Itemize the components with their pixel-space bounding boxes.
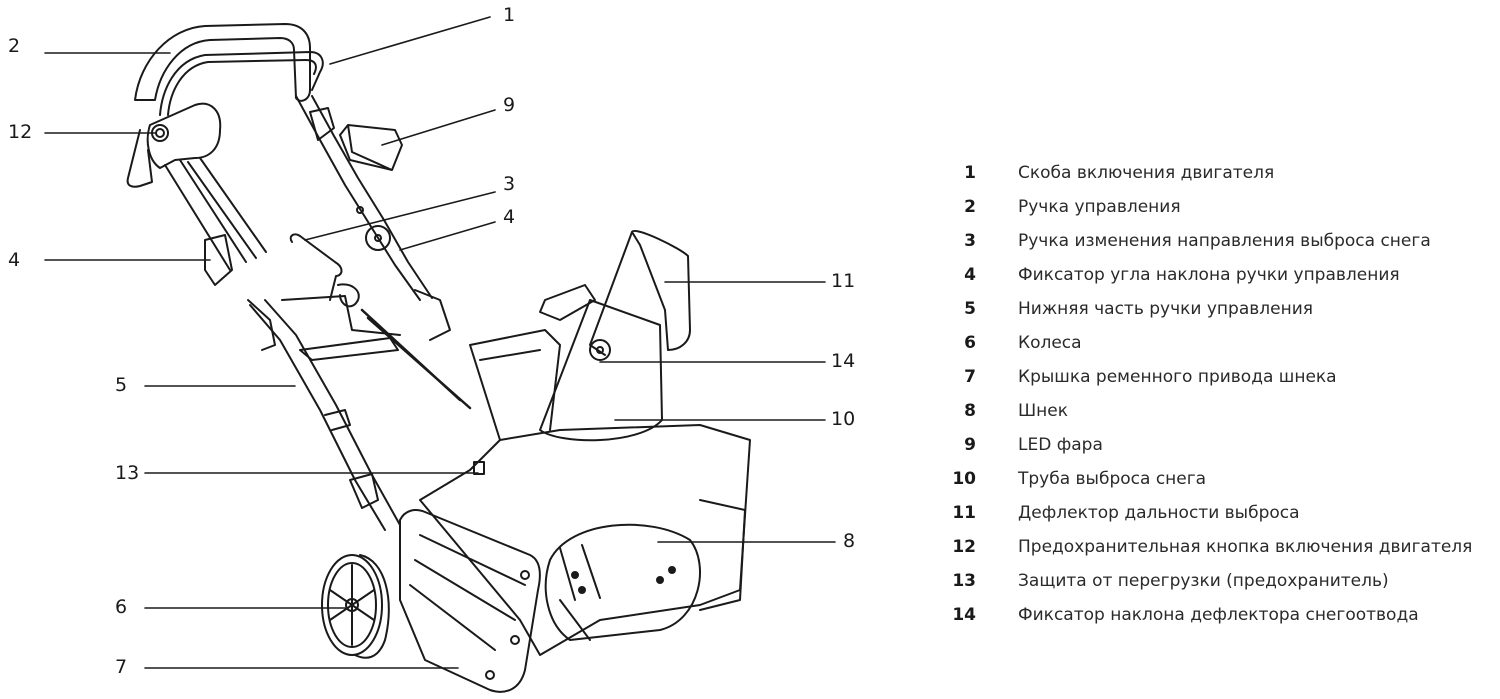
left-angle-lock (204, 234, 233, 286)
legend-num: 12 (952, 537, 976, 557)
legend-num: 1 (964, 163, 976, 183)
snow-blower-drawing (44, 16, 836, 693)
legend-label: Защита от перегрузки (предохранитель) (1018, 571, 1389, 591)
legend-item: 7 Крышка ременного привода шнека (940, 360, 1500, 394)
legend-item: 6 Колеса (940, 326, 1500, 360)
legend-label: Скоба включения двигателя (1018, 163, 1275, 183)
engine-bail (159, 51, 324, 116)
legend-num: 8 (964, 401, 976, 421)
lower-handle (249, 299, 401, 531)
callout-12: 12 (8, 121, 33, 143)
legend-num: 13 (952, 571, 976, 591)
legend-item: 14 Фиксатор наклона дефлектора снегоотвод… (940, 598, 1500, 632)
leader-lines (44, 16, 836, 669)
body-housing (419, 424, 751, 656)
right-angle-lock (365, 225, 391, 251)
legend-item: 2 Ручка управления (940, 190, 1500, 224)
callout-14: 14 (831, 350, 856, 372)
callout-13: 13 (115, 462, 140, 484)
legend-label: Ручка изменения направления выброса снег… (1018, 231, 1431, 251)
legend-label: Дефлектор дальности выброса (1018, 503, 1300, 523)
legend-item: 11 Дефлектор дальности выброса (940, 496, 1500, 530)
legend-item: 8 Шнек (940, 394, 1500, 428)
legend-item: 4 Фиксатор угла наклона ручки управления (940, 258, 1500, 292)
legend-num: 3 (964, 231, 976, 251)
control-handle (134, 23, 311, 102)
legend-label: Ручка управления (1018, 197, 1181, 217)
discharge-chute (539, 299, 663, 442)
legend-label: Труба выброса снега (1018, 469, 1207, 489)
callout-6: 6 (115, 596, 128, 618)
legend-label: Шнек (1018, 401, 1069, 421)
legend-item: 9 LED фара (940, 428, 1500, 462)
callout-2: 2 (8, 35, 21, 57)
callout-5: 5 (115, 374, 128, 396)
legend-label: Крышка ременного привода шнека (1018, 367, 1337, 387)
callout-4-right: 4 (503, 206, 516, 228)
legend-num: 4 (964, 265, 976, 285)
legend-num: 9 (964, 435, 976, 455)
legend-label: Предохранительная кнопка включения двига… (1018, 537, 1473, 557)
fuse-shape (473, 461, 485, 475)
callout-3: 3 (503, 173, 516, 195)
legend-item: 13 Защита от перегрузки (предохранитель) (940, 564, 1500, 598)
callout-9: 9 (503, 94, 516, 116)
callout-10: 10 (831, 408, 856, 430)
legend-num: 11 (952, 503, 976, 523)
legend-label: Фиксатор угла наклона ручки управления (1018, 265, 1400, 285)
legend-num: 10 (952, 469, 976, 489)
callout-7: 7 (115, 656, 128, 678)
legend-num: 14 (952, 605, 976, 625)
legend-num: 2 (964, 197, 976, 217)
belt-cover (399, 509, 541, 693)
callout-1: 1 (503, 4, 516, 26)
legend-num: 6 (964, 333, 976, 353)
legend-item: 3 Ручка изменения направления выброса сне… (940, 224, 1500, 258)
legend-item: 10 Труба выброса снега (940, 462, 1500, 496)
control-box (146, 102, 222, 169)
deflector (631, 229, 691, 351)
wheel (321, 554, 383, 656)
legend-label: Фиксатор наклона дефлектора снегоотвода (1018, 605, 1419, 625)
deflector-lock-shape (589, 339, 611, 361)
led-light (339, 124, 403, 171)
legend-num: 7 (964, 367, 976, 387)
legend-label: LED фара (1018, 435, 1103, 455)
chute-crank (289, 233, 360, 308)
auger (544, 523, 701, 641)
snow-blower-diagram: 1 2 12 9 3 4 4 11 14 5 10 13 8 6 7 (8, 4, 856, 693)
callout-8: 8 (843, 530, 856, 552)
callout-11: 11 (831, 270, 856, 292)
callout-4-left: 4 (8, 249, 21, 271)
legend-label: Колеса (1018, 333, 1082, 353)
legend-item: 1 Скоба включения двигателя (940, 156, 1500, 190)
legend-num: 5 (964, 299, 976, 319)
legend-item: 12 Предохранительная кнопка включения дви… (940, 530, 1500, 564)
legend-item: 5 Нижняя часть ручки управления (940, 292, 1500, 326)
legend-label: Нижняя часть ручки управления (1018, 299, 1313, 319)
parts-legend: 1 Скоба включения двигателя 2 Ручка управл… (940, 156, 1500, 632)
